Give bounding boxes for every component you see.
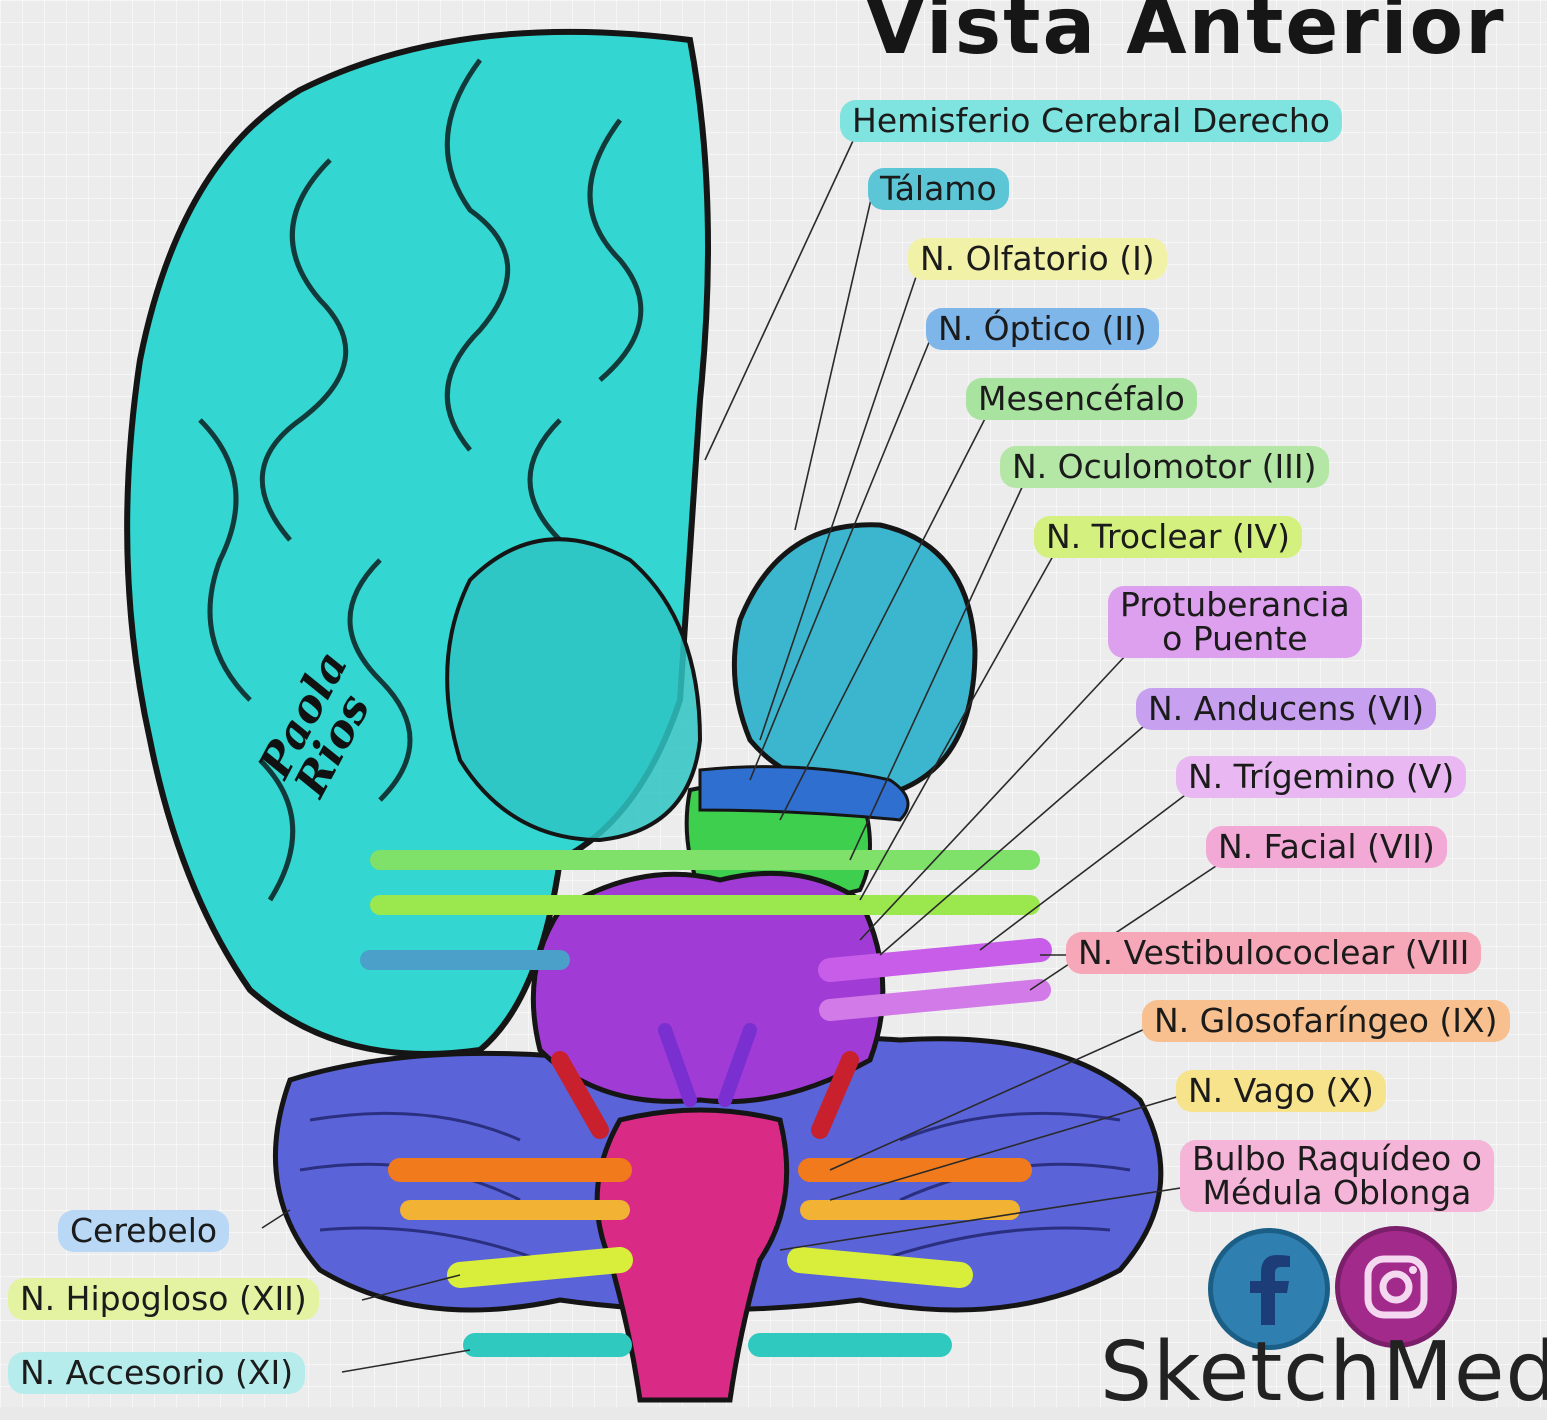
label-facial: N. Facial (VII): [1206, 826, 1447, 868]
label-protuberancia: Protuberancia o Puente: [1108, 586, 1362, 658]
label-mesencefalo: Mesencéfalo: [966, 378, 1197, 420]
label-glosofaringeo: N. Glosofaríngeo (IX): [1142, 1000, 1510, 1042]
label-bulbo-line1: Bulbo Raquídeo o: [1192, 1142, 1482, 1176]
label-bulbo-line2: Médula Oblonga: [1192, 1176, 1482, 1210]
page-title: Vista Anterior: [865, 0, 1525, 72]
label-olfatorio: N. Olfatorio (I): [908, 238, 1167, 280]
label-anducens: N. Anducens (VI): [1136, 688, 1436, 730]
label-cerebelo: Cerebelo: [58, 1210, 229, 1252]
label-troclear: N. Troclear (IV): [1034, 516, 1302, 558]
label-bulbo: Bulbo Raquídeo o Médula Oblonga: [1180, 1140, 1494, 1212]
label-trigemino: N. Trígemino (V): [1176, 756, 1466, 798]
label-protuberancia-line2: o Puente: [1120, 622, 1350, 656]
label-vago: N. Vago (X): [1176, 1070, 1386, 1112]
label-optico: N. Óptico (II): [926, 308, 1159, 350]
label-protuberancia-line1: Protuberancia: [1120, 588, 1350, 622]
label-vestibulococlear: N. Vestibulococlear (VIII: [1066, 932, 1481, 974]
label-hemisferio: Hemisferio Cerebral Derecho: [840, 100, 1342, 142]
label-talamo: Tálamo: [868, 168, 1009, 210]
label-hipogloso: N. Hipogloso (XII): [8, 1278, 319, 1320]
label-accesorio: N. Accesorio (XI): [8, 1352, 305, 1394]
thalamus-shape: [734, 525, 975, 792]
label-oculomotor: N. Oculomotor (III): [1000, 446, 1329, 488]
brand-name: SketchMed: [1100, 1325, 1547, 1420]
